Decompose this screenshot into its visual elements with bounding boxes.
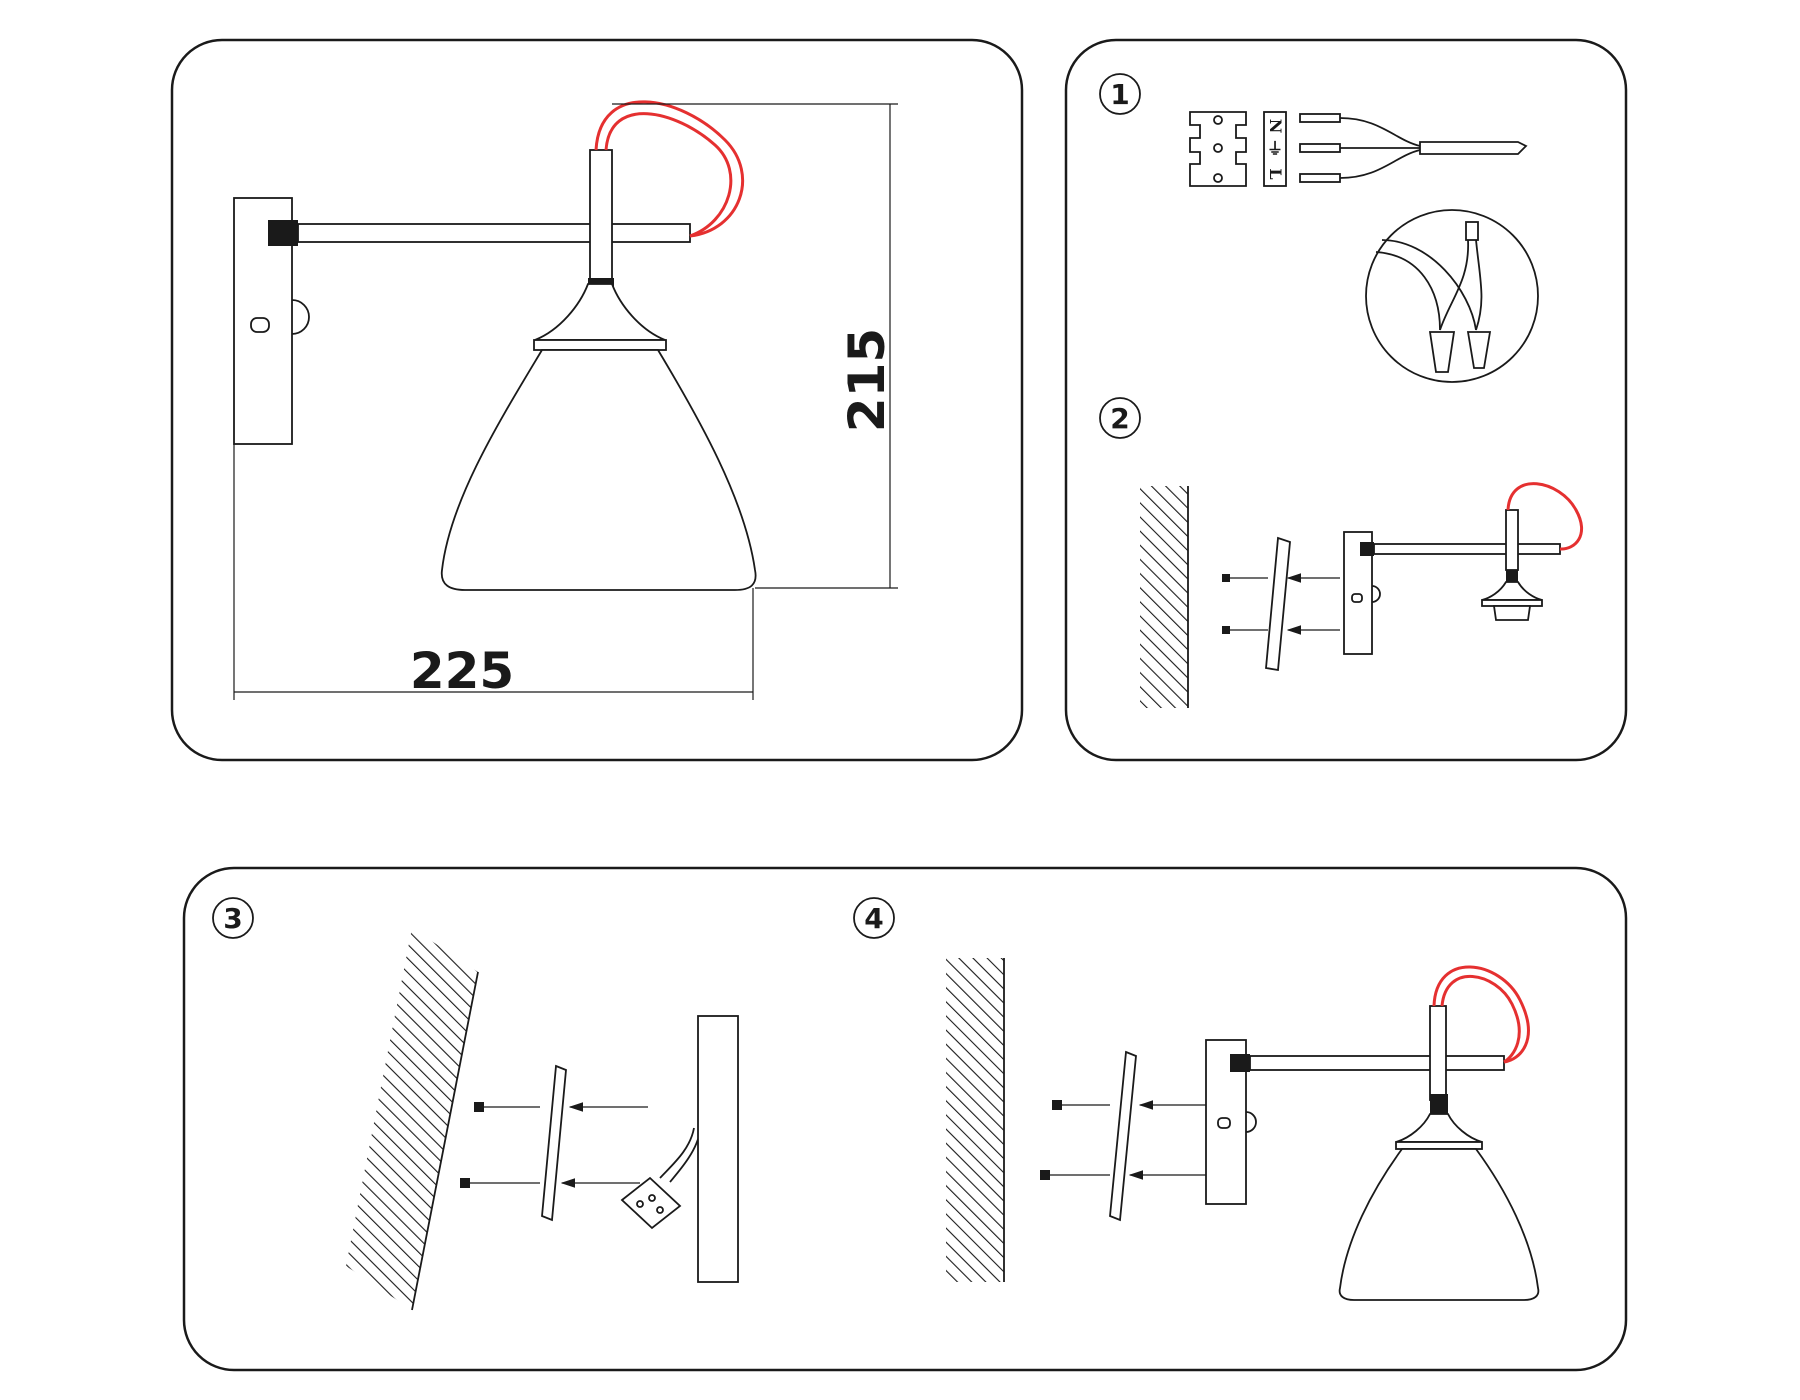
height-dimension: 215 bbox=[838, 328, 896, 432]
small-lamp-arm bbox=[1373, 543, 1561, 555]
power-cord-inner bbox=[604, 112, 733, 238]
terminal-label-strip bbox=[1263, 111, 1287, 187]
wall-hatch bbox=[1140, 486, 1188, 708]
panel-steps-1-2: 1 N ⏚ L bbox=[1064, 38, 1628, 762]
switch-slot bbox=[250, 317, 270, 333]
arm-joint bbox=[268, 220, 298, 246]
terminal-label-l: L bbox=[1266, 168, 1285, 179]
step-number-1: 1 bbox=[1110, 78, 1129, 111]
shade-collar-step4 bbox=[1395, 1141, 1483, 1150]
lamp-rod bbox=[589, 149, 613, 281]
lamp-shade-step4 bbox=[1338, 1148, 1540, 1301]
step-marker-2 bbox=[1099, 397, 1141, 439]
mounting-bracket-step4 bbox=[1109, 1050, 1137, 1222]
mounting-bracket-step3 bbox=[541, 1064, 567, 1222]
wall-hatch-step3 bbox=[346, 928, 478, 1310]
step-marker-1 bbox=[1099, 73, 1141, 115]
supply-wires bbox=[1299, 113, 1528, 183]
power-cord bbox=[594, 100, 744, 238]
step-number-3: 3 bbox=[223, 902, 242, 935]
arm-joint-step4 bbox=[1230, 1054, 1250, 1072]
lamp-arm-step4 bbox=[1249, 1055, 1505, 1071]
shade-collar bbox=[533, 339, 667, 351]
width-dimension: 225 bbox=[410, 642, 514, 700]
wall-hatch-step4 bbox=[946, 958, 1004, 1282]
panel-steps-3-4: 3 4 bbox=[182, 866, 1628, 1372]
terminal-block bbox=[1189, 111, 1247, 187]
wall-plate-step3 bbox=[697, 1015, 739, 1283]
mounting-bracket bbox=[1265, 536, 1291, 672]
power-cord-step4 bbox=[1432, 965, 1530, 1064]
wall-screws bbox=[1222, 574, 1268, 634]
wire-connector-detail bbox=[1365, 209, 1539, 383]
lamp-socket bbox=[1492, 605, 1532, 621]
small-power-cord bbox=[1506, 482, 1583, 551]
wall-screws-step4 bbox=[1040, 1100, 1110, 1180]
step-number-4: 4 bbox=[864, 902, 883, 935]
terminal-label-n: N bbox=[1266, 119, 1285, 134]
step-marker-3 bbox=[212, 897, 254, 939]
switch-knob bbox=[291, 299, 310, 335]
step-marker-4 bbox=[853, 897, 895, 939]
step-number-2: 2 bbox=[1110, 402, 1129, 435]
terminal-label-ground: ⏚ bbox=[1267, 139, 1283, 158]
lamp-rod-step4 bbox=[1429, 1005, 1447, 1101]
small-lamp-rod bbox=[1505, 509, 1519, 571]
lamp-shade bbox=[440, 349, 757, 591]
lamp-arm bbox=[297, 223, 691, 243]
wall-screws-step3 bbox=[460, 1102, 540, 1188]
panel-dimensions: 215 225 bbox=[170, 38, 1024, 762]
